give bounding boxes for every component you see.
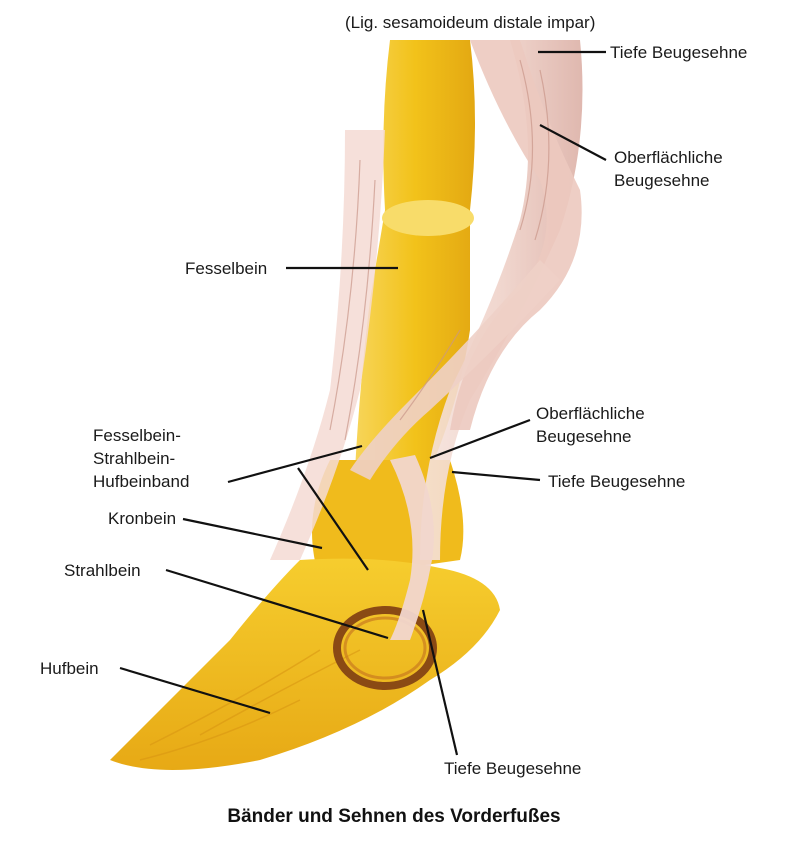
label-band-line1: Fesselbein- — [93, 425, 181, 446]
label-strahlbein: Strahlbein — [64, 560, 141, 581]
figure-caption: Bänder und Sehnen des Vorderfußes — [0, 806, 788, 828]
label-tiefe-beugesehne-mid: Tiefe Beugesehne — [548, 471, 685, 492]
label-oberflaechliche-top-line2: Beugesehne — [614, 170, 709, 191]
label-fesselbein: Fesselbein — [185, 258, 267, 279]
label-band-line3: Hufbeinband — [93, 471, 189, 492]
label-oberflaechliche-mid-line2: Beugesehne — [536, 426, 631, 447]
leader-tiefe-mid — [452, 472, 540, 480]
label-kronbein: Kronbein — [108, 508, 176, 529]
label-lig-sesamoideum: (Lig. sesamoideum distale impar) — [345, 12, 595, 33]
label-tiefe-beugesehne-bottom: Tiefe Beugesehne — [444, 758, 581, 779]
label-band-line2: Strahlbein- — [93, 448, 175, 469]
hufbein-bone — [110, 559, 500, 770]
anatomy-illustration — [0, 0, 788, 800]
label-tiefe-beugesehne-top: Tiefe Beugesehne — [610, 42, 747, 63]
label-oberflaechliche-mid-line1: Oberflächliche — [536, 403, 645, 424]
fesselbein-joint — [382, 200, 474, 236]
label-hufbein: Hufbein — [40, 658, 99, 679]
label-oberflaechliche-top-line1: Oberflächliche — [614, 147, 723, 168]
